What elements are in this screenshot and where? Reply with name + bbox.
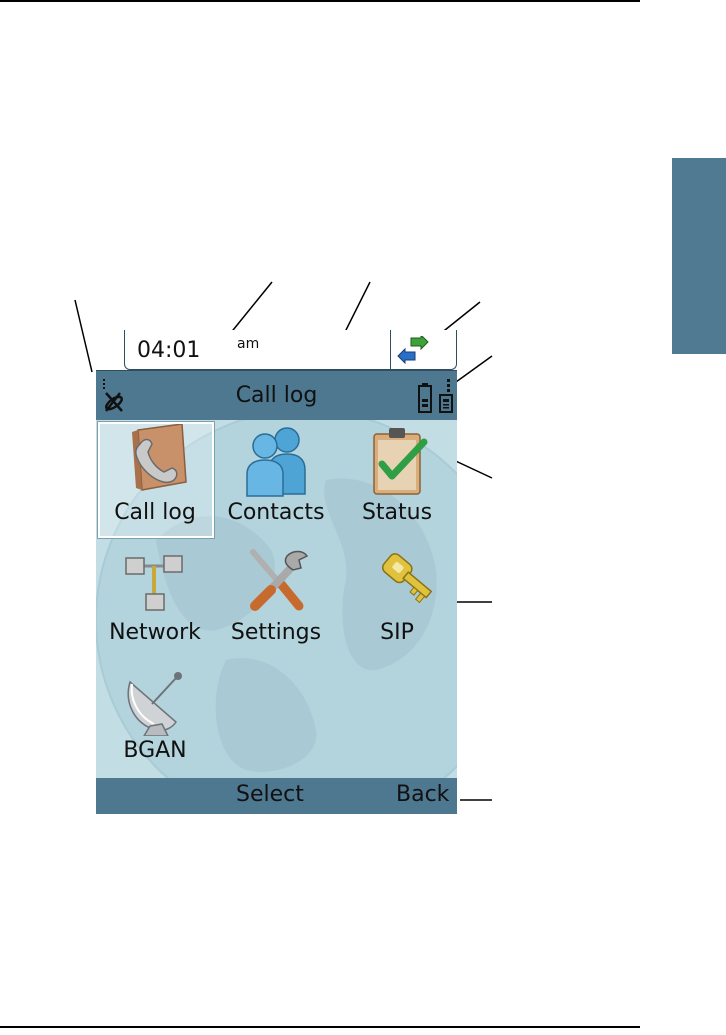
phone-handset-icon bbox=[120, 424, 190, 498]
title-bar: Call log bbox=[96, 370, 457, 421]
clock-time: 04:01 bbox=[137, 338, 200, 363]
handset-signal-icon bbox=[438, 379, 454, 413]
network-activity-icon bbox=[397, 336, 429, 364]
menu-item-label: Contacts bbox=[217, 500, 335, 525]
menu-item-label: Status bbox=[338, 500, 456, 525]
menu-item-label: SIP bbox=[338, 620, 456, 645]
menu-item-settings[interactable]: Settings bbox=[217, 540, 335, 658]
menu-item-bgan[interactable]: BGAN bbox=[96, 658, 214, 776]
battery-icon bbox=[418, 383, 432, 413]
menu-item-contacts[interactable]: Contacts bbox=[217, 420, 335, 538]
menu-item-status[interactable]: Status bbox=[338, 420, 456, 538]
top-rule bbox=[0, 0, 640, 2]
clipboard-check-icon bbox=[362, 424, 432, 498]
tools-icon bbox=[241, 544, 311, 618]
menu-item-label: BGAN bbox=[96, 738, 214, 763]
chapter-tab bbox=[672, 158, 726, 354]
menu-item-network[interactable]: Network bbox=[96, 540, 214, 658]
clock-bar-divider bbox=[390, 330, 391, 370]
menu-area: Call log Contacts Status bbox=[96, 420, 457, 778]
contacts-icon bbox=[241, 424, 311, 498]
bottom-rule bbox=[0, 1026, 640, 1028]
menu-item-label: Network bbox=[96, 620, 214, 645]
page-title: Call log bbox=[96, 383, 457, 408]
menu-item-call-log[interactable]: Call log bbox=[96, 420, 214, 538]
menu-item-label: Call log bbox=[96, 500, 214, 525]
phone-screen: 04:01 am Call log bbox=[96, 330, 457, 814]
select-softkey[interactable]: Select bbox=[236, 782, 304, 807]
network-icon bbox=[120, 544, 190, 618]
callout-line-satellite bbox=[75, 300, 92, 372]
soft-key-bar: Select Back bbox=[96, 778, 457, 814]
satellite-dish-icon bbox=[120, 662, 190, 736]
key-icon bbox=[362, 544, 432, 618]
menu-item-label: Settings bbox=[217, 620, 335, 645]
callout-line-signal bbox=[456, 356, 492, 382]
clock-ampm: am bbox=[237, 336, 259, 352]
back-softkey[interactable]: Back bbox=[396, 782, 449, 807]
menu-item-sip[interactable]: SIP bbox=[338, 540, 456, 658]
clock-bar: 04:01 am bbox=[124, 330, 457, 370]
